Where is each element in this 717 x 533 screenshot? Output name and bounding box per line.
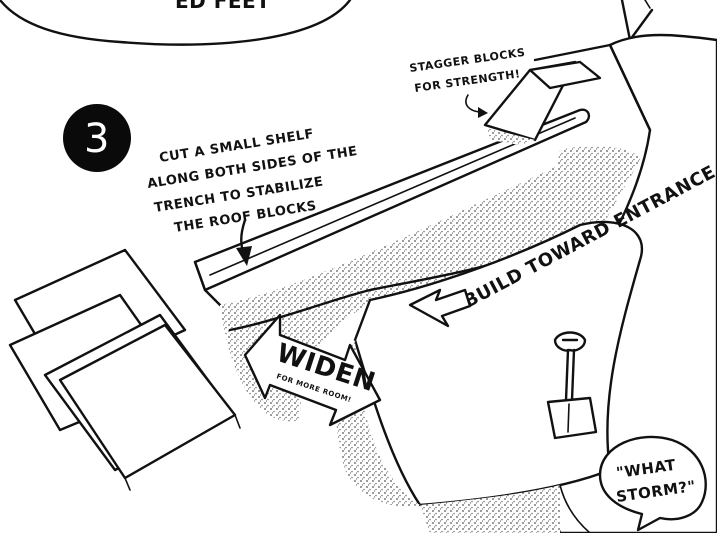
top-speech-bubble: ED FEET — [0, 0, 350, 45]
step-number: 3 — [84, 116, 110, 162]
top-right-arrow-fragment — [622, 0, 652, 40]
step-badge: 3 — [63, 104, 131, 172]
top-caption: ED FEET — [175, 0, 270, 13]
